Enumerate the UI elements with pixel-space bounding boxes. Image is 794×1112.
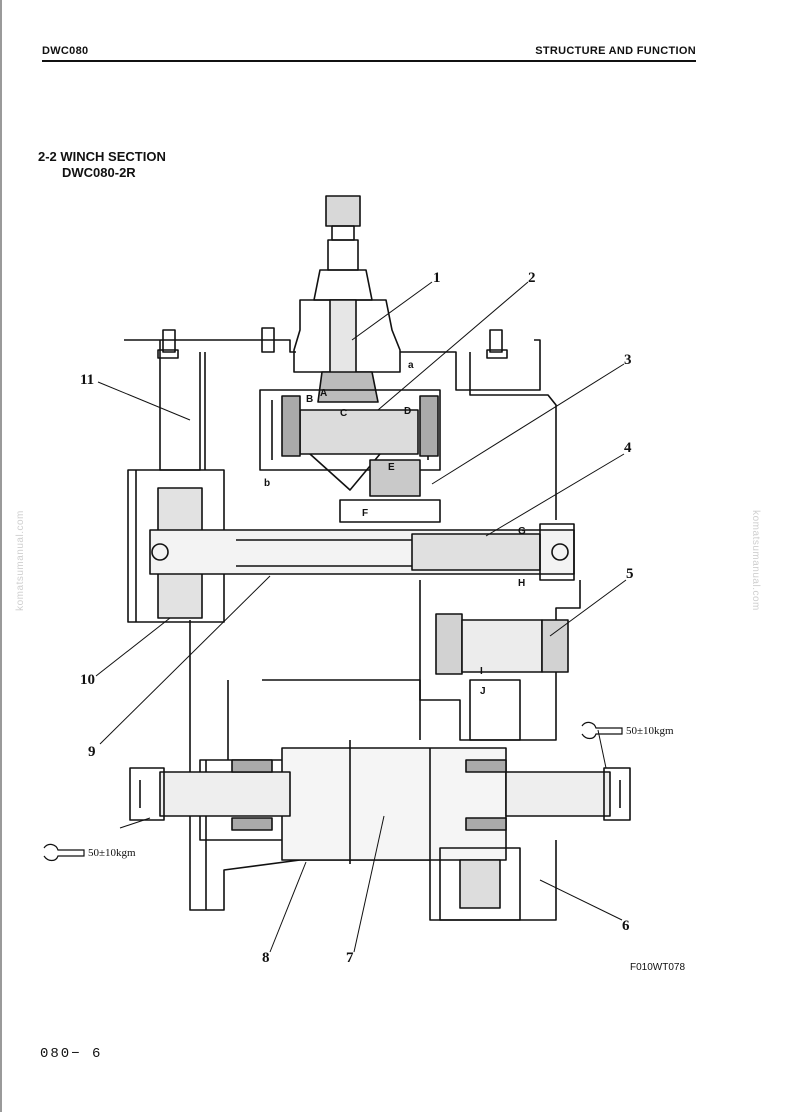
header-model: DWC080 (42, 45, 89, 57)
drum-shaft (129, 767, 631, 821)
header-rule (42, 60, 696, 62)
wrench-icon (43, 721, 623, 862)
section-subtitle: DWC080-2R (62, 165, 136, 180)
callout-1: 1 (433, 270, 441, 286)
torque-spec-right: 50±10kgm (626, 725, 674, 737)
callout-3: 3 (624, 352, 632, 368)
callout-8: 8 (262, 950, 270, 966)
header-section: STRUCTURE AND FUNCTION (535, 45, 696, 57)
leader-lines (95, 281, 627, 953)
figure-code: F010WT078 (630, 962, 686, 973)
letter-J: J (480, 686, 486, 697)
upper-case-outline (124, 339, 557, 523)
callout-7: 7 (346, 950, 354, 966)
letter-a: a (408, 360, 414, 371)
letter-I: I (480, 666, 483, 677)
letter-F: F (362, 508, 368, 519)
bearings (231, 395, 507, 831)
letter-H: H (518, 578, 525, 589)
output-gear-right (439, 847, 521, 921)
section-title: 2-2 WINCH SECTION (38, 149, 166, 164)
letter-D: D (404, 406, 411, 417)
mounting-studs (157, 327, 508, 359)
callout-9: 9 (88, 744, 96, 760)
cross-shaft (149, 523, 575, 581)
letter-B: B (306, 394, 313, 405)
torque-spec-left: 50±10kgm (88, 847, 136, 859)
callout-10: 10 (80, 672, 95, 688)
letter-C: C (340, 408, 347, 419)
letter-G: G (518, 526, 526, 537)
letter-b: b (264, 478, 270, 489)
callout-6: 6 (622, 918, 630, 934)
input-yoke (313, 195, 373, 301)
page-edge-rule (0, 0, 2, 1112)
letter-A: A (320, 388, 327, 399)
intermediate-gear-housing (419, 580, 581, 741)
callout-2: 2 (528, 270, 536, 286)
callout-11: 11 (80, 372, 94, 388)
callout-4: 4 (624, 440, 632, 456)
bevel-pinion-housing (293, 299, 401, 403)
page-number: 080− 6 (40, 1046, 103, 1062)
callout-5: 5 (626, 566, 634, 582)
letter-E: E (388, 462, 395, 473)
